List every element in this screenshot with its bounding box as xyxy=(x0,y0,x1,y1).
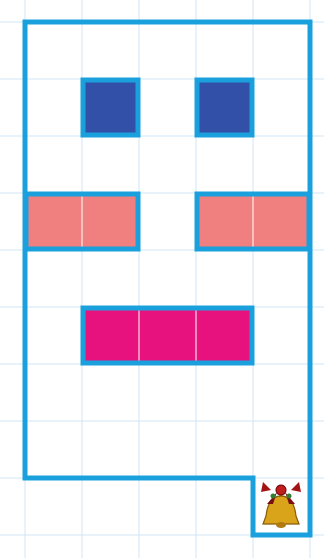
navy-block-right[interactable] xyxy=(197,80,252,135)
pink-block-right[interactable] xyxy=(197,194,309,249)
bow-knot xyxy=(276,485,286,495)
bell-clapper xyxy=(276,522,286,528)
block-face xyxy=(83,308,252,363)
magenta-block[interactable] xyxy=(83,308,252,363)
block-face xyxy=(197,80,252,135)
block-face xyxy=(83,80,138,135)
pink-block-left[interactable] xyxy=(26,194,138,249)
holly-leaf xyxy=(287,494,292,499)
holly-leaf xyxy=(271,494,276,499)
navy-block-left[interactable] xyxy=(83,80,138,135)
